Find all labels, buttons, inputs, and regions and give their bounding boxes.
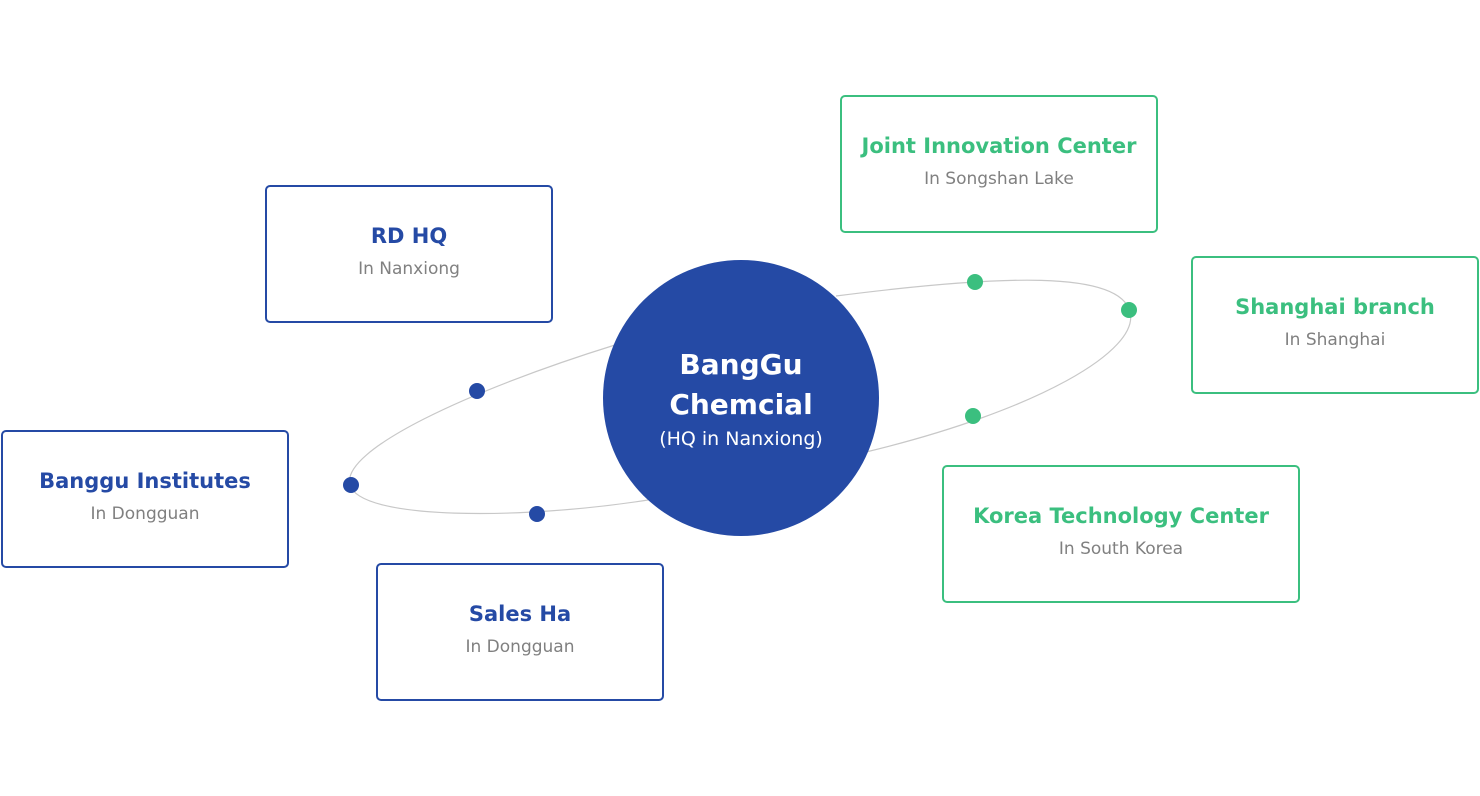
node-title: RD HQ [370, 224, 448, 248]
node-subtitle: In Songshan Lake [924, 169, 1074, 189]
orbit-dot-rd-hq [469, 383, 485, 399]
node-title: Shanghai branch [1235, 295, 1435, 319]
hub-subtitle: (HQ in Nanxiong) [659, 428, 823, 450]
orbit-dot-banggu-institutes [343, 477, 359, 493]
node-subtitle: In Shanghai [1284, 330, 1386, 350]
node-sales-ha: Sales Ha In Dongguan [376, 563, 664, 701]
orbit-dot-shanghai-branch [1121, 302, 1137, 318]
node-rd-hq: RD HQ In Nanxiong [265, 185, 553, 323]
central-hub-circle: BangGu Chemcial (HQ in Nanxiong) [603, 260, 879, 536]
node-joint-innovation-center: Joint Innovation Center In Songshan Lake [840, 95, 1158, 233]
node-subtitle: In South Korea [1058, 539, 1184, 559]
orbit-dot-sales-ha [529, 506, 545, 522]
node-korea-technology-center: Korea Technology Center In South Korea [942, 465, 1300, 603]
hub-title: BangGu Chemcial [669, 348, 813, 421]
node-title: Korea Technology Center [973, 504, 1269, 528]
node-title: Joint Innovation Center [861, 134, 1137, 158]
node-subtitle: In Nanxiong [358, 259, 460, 279]
node-title: Banggu Institutes [39, 469, 251, 493]
node-title: Sales Ha [468, 602, 572, 626]
orbit-dot-korea-tech [965, 408, 981, 424]
node-shanghai-branch: Shanghai branch In Shanghai [1191, 256, 1479, 394]
node-subtitle: In Dongguan [465, 637, 575, 657]
node-subtitle: In Dongguan [90, 504, 200, 524]
node-banggu-institutes: Banggu Institutes In Dongguan [1, 430, 289, 568]
orbit-dot-joint-innovation [967, 274, 983, 290]
